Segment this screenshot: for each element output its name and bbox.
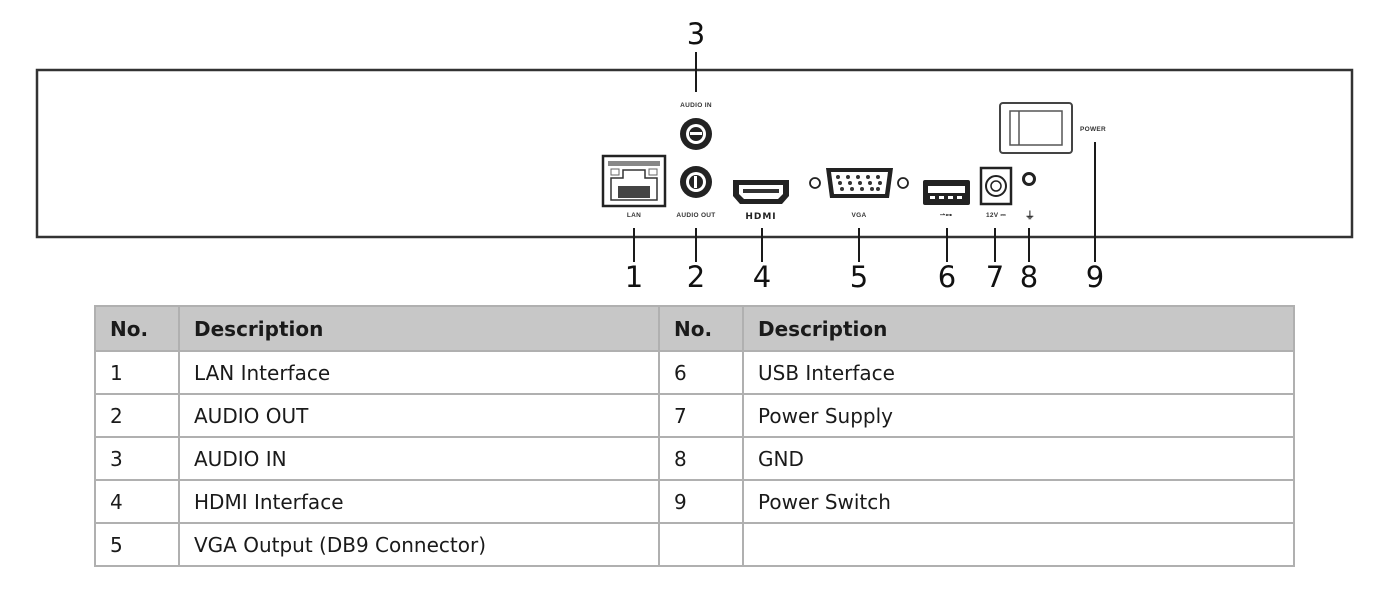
- callout-1: 1: [625, 260, 643, 294]
- header-description-right: Description: [742, 305, 1295, 352]
- audio-in-jack-icon: [680, 118, 712, 150]
- port-description-table: No. Description No. Description 1 LAN In…: [94, 305, 1295, 567]
- cell-no: 9: [658, 479, 744, 524]
- cell-description: AUDIO OUT: [178, 393, 660, 438]
- callout-5: 5: [850, 260, 868, 294]
- header-no-right: No.: [658, 305, 744, 352]
- callout-3: 3: [687, 17, 705, 51]
- table-header-row: No. Description No. Description: [94, 305, 1295, 352]
- audio-in-label: AUDIO IN: [680, 102, 712, 109]
- vga-port-icon: [809, 168, 909, 198]
- dc-jack-icon: [979, 166, 1013, 206]
- cell-no: 8: [658, 436, 744, 481]
- cell-description: USB Interface: [742, 350, 1295, 395]
- usb-port-icon: [923, 180, 970, 205]
- cell-description: LAN Interface: [178, 350, 660, 395]
- usb-label: ⇀⊶: [940, 212, 953, 219]
- cell-no: 2: [94, 393, 180, 438]
- header-no-left: No.: [94, 305, 180, 352]
- cell-no: [658, 522, 744, 567]
- table-row: 1 LAN Interface 6 USB Interface: [94, 350, 1295, 395]
- cell-no: 3: [94, 436, 180, 481]
- callout-6: 6: [938, 260, 956, 294]
- header-description-left: Description: [178, 305, 660, 352]
- cell-description: VGA Output (DB9 Connector): [178, 522, 660, 567]
- vga-label: VGA: [852, 212, 867, 219]
- cell-description: HDMI Interface: [178, 479, 660, 524]
- table-row: 5 VGA Output (DB9 Connector): [94, 522, 1295, 567]
- cell-description: GND: [742, 436, 1295, 481]
- rear-panel-diagram: 3 LAN AUDIO IN AUDIO OUT HDMI: [35, 17, 1354, 294]
- audio-out-label: AUDIO OUT: [676, 212, 715, 219]
- table-row: 4 HDMI Interface 9 Power Switch: [94, 479, 1295, 524]
- cell-description: [742, 522, 1295, 567]
- callout-7: 7: [986, 260, 1004, 294]
- cell-no: 5: [94, 522, 180, 567]
- table-row: 2 AUDIO OUT 7 Power Supply: [94, 393, 1295, 438]
- cell-description: Power Supply: [742, 393, 1295, 438]
- cell-no: 7: [658, 393, 744, 438]
- callout-2: 2: [687, 260, 705, 294]
- audio-out-jack-icon: [680, 166, 712, 198]
- lan-label: LAN: [627, 212, 641, 219]
- hdmi-label: HDMI: [745, 212, 776, 222]
- gnd-label: ⏚: [1025, 210, 1035, 222]
- cell-no: 4: [94, 479, 180, 524]
- callout-4: 4: [753, 260, 771, 294]
- callout-9: 9: [1086, 260, 1104, 294]
- table-row: 3 AUDIO IN 8 GND: [94, 436, 1295, 481]
- ground-screw-icon: [1022, 172, 1036, 186]
- callout-8: 8: [1020, 260, 1038, 294]
- cell-description: Power Switch: [742, 479, 1295, 524]
- cell-description: AUDIO IN: [178, 436, 660, 481]
- cell-no: 1: [94, 350, 180, 395]
- rj45-port-icon: [601, 154, 667, 208]
- cell-no: 6: [658, 350, 744, 395]
- dc-label: 12V ⎓: [986, 212, 1007, 219]
- device-rear-panel: [35, 68, 1354, 239]
- hdmi-port-icon: [733, 180, 789, 204]
- power-label: POWER: [1080, 126, 1106, 133]
- rocker-switch-icon: [999, 102, 1073, 154]
